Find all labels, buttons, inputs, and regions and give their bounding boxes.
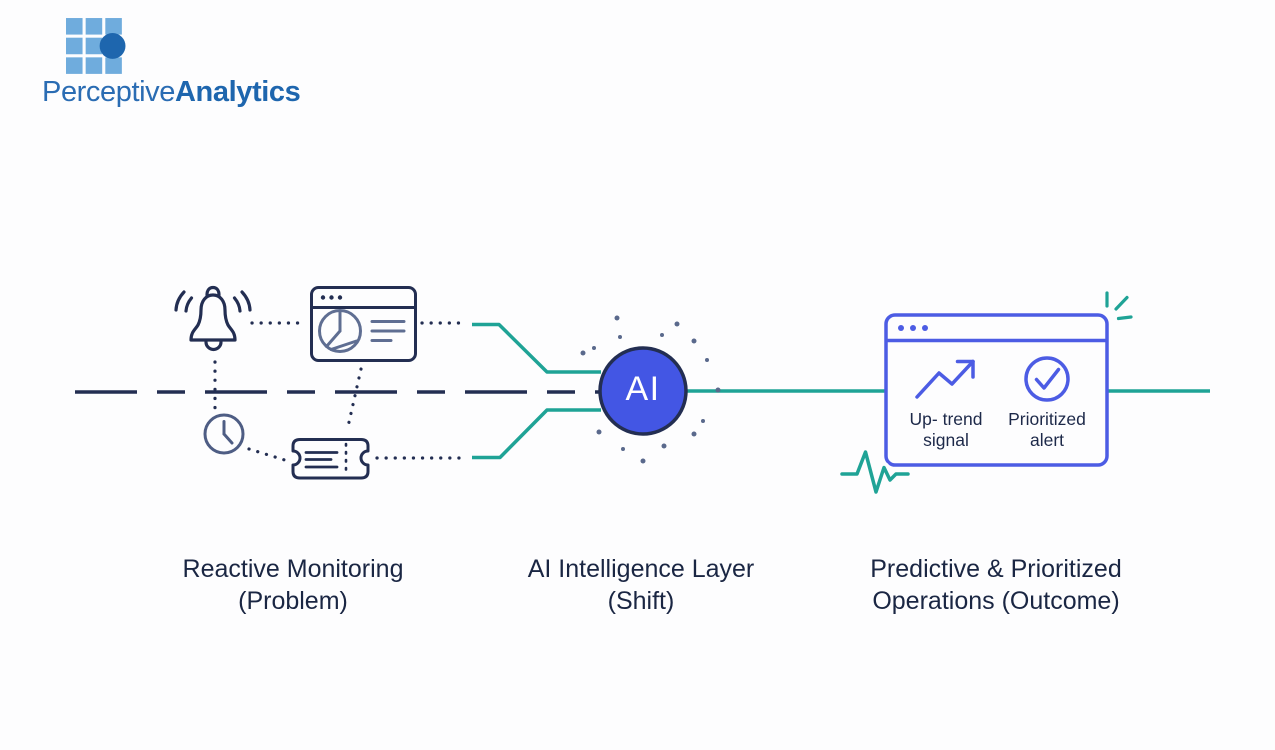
ai-node-label: AI: [625, 369, 661, 408]
alert-bell-icon: [174, 285, 252, 352]
stage-caption-shift: AI Intelligence Layer (Shift): [528, 553, 755, 617]
check-circle-icon: [1024, 356, 1070, 402]
logo-grid-mark: [66, 18, 126, 74]
stage-caption-outcome: Predictive & Prioritized Operations (Out…: [870, 553, 1121, 617]
caption-line2: (Problem): [238, 587, 348, 615]
ai-node-circle: [598, 346, 688, 436]
logo-brand-regular: Perceptive: [42, 76, 176, 108]
logo-brand-bold: Analytics: [175, 76, 301, 108]
uptrend-arrow-icon: [915, 359, 975, 399]
heartbeat-icon: [836, 446, 914, 498]
pie-chart-icon: [318, 309, 362, 353]
window-traffic-dots-icon: [320, 295, 343, 300]
logo-wordmark: PerceptiveAnalytics: [42, 76, 301, 109]
uptrend-signal-label: Up- trend signal: [910, 409, 983, 450]
uptrend-label-line1: Up- trend: [909, 409, 983, 429]
outcome-window: [884, 313, 1109, 467]
prioritized-alert-label: Prioritized alert: [1008, 409, 1086, 450]
stage-caption-problem: Reactive Monitoring (Problem): [183, 553, 404, 617]
uptrend-label-line2: signal: [923, 429, 969, 450]
caption-line1: Predictive & Prioritized: [870, 555, 1122, 583]
ticket-icon: [291, 438, 370, 480]
scatter-dots: [580, 315, 721, 464]
caption-line1: Reactive Monitoring: [182, 555, 404, 583]
caption-line2: (Shift): [607, 587, 675, 615]
sparkle-icon: [1105, 291, 1133, 321]
window-traffic-dots-icon: [898, 325, 928, 331]
logo-circle-dot: [99, 33, 126, 59]
analytics-window-icon: [310, 286, 417, 362]
prioritized-label-line2: alert: [1029, 429, 1065, 450]
prioritized-label-line1: Prioritized: [1008, 409, 1086, 429]
teal-input-lines: [472, 322, 601, 460]
caption-line2: Operations (Outcome): [872, 587, 1120, 615]
caption-line1: AI Intelligence Layer: [527, 555, 755, 583]
dotted-connectors: [213, 321, 468, 463]
clock-icon: [203, 413, 245, 455]
window-text-lines: [370, 320, 406, 342]
